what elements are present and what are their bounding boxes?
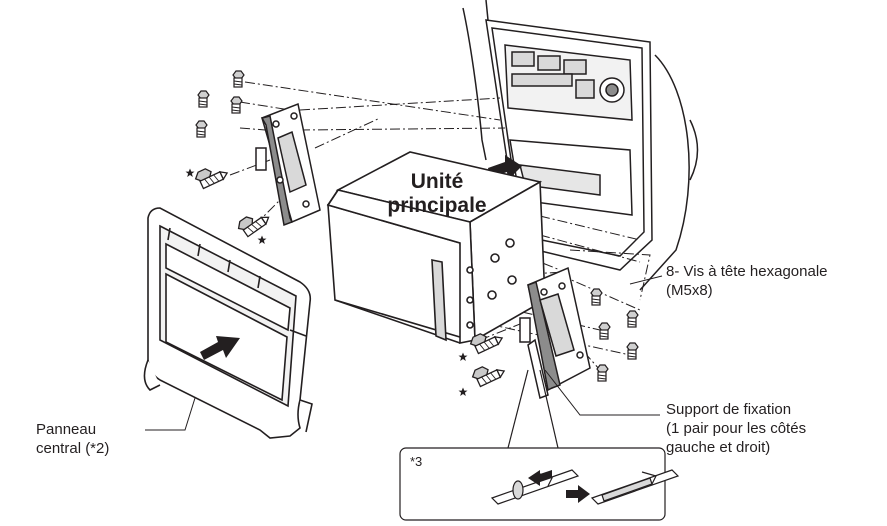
bracket-label: Support de fixation (1 pair pour les côt…: [666, 400, 806, 457]
center-panel-label: Panneau central (*2): [36, 420, 109, 458]
bracket-label-line3: gauche et droit): [666, 439, 771, 456]
star-icon: [458, 387, 468, 396]
hex-screw-icon: [590, 288, 603, 306]
star-icon: [257, 235, 267, 244]
bracket-label-line1: Support de fixation: [666, 401, 792, 418]
leader-lines: [145, 275, 663, 431]
hex-screw-icon: [232, 70, 245, 88]
hex-screw-icon: [598, 322, 611, 340]
inset-box: [399, 369, 666, 521]
inset-left-arrow: [528, 470, 552, 486]
bracket-label-line2: (1 pair pour les côtés: [666, 420, 807, 437]
large-screw-icon: [235, 205, 272, 239]
left-bracket: [255, 102, 321, 227]
main-unit-label-line2: principale: [387, 194, 487, 217]
right-bracket: [519, 266, 591, 400]
hex-screw-label-line2: (M5x8): [666, 282, 713, 299]
large-screw-icon: [469, 358, 507, 389]
hex-screw-icon: [596, 364, 609, 382]
hex-screw-icon: [197, 90, 210, 108]
main-unit-label: Unité principale: [372, 170, 502, 218]
large-screw-icon: [192, 160, 230, 191]
hex-screw-label-line1: 8- Vis à tête hexagonale: [666, 263, 828, 280]
inset-right-arrow: [566, 485, 590, 503]
center-panel: [143, 207, 313, 439]
star-icon: [185, 168, 195, 177]
inset-detail-after: [590, 469, 680, 505]
inset-note: *3: [410, 454, 423, 469]
star-icon: [458, 352, 468, 361]
hex-screw-label: 8- Vis à tête hexagonale (M5x8): [666, 262, 828, 300]
main-unit-box: [326, 151, 546, 344]
center-panel-label-line2: central (*2): [36, 440, 110, 457]
hex-screw-icon: [626, 310, 639, 328]
hex-screw-icon: [195, 120, 208, 138]
main-unit-label-line1: Unité: [410, 170, 464, 193]
center-panel-label-line1: Panneau: [36, 421, 97, 438]
hex-screw-icon: [230, 96, 243, 114]
hex-screw-icon: [626, 342, 639, 360]
panel-insert-arrow: [200, 336, 240, 360]
